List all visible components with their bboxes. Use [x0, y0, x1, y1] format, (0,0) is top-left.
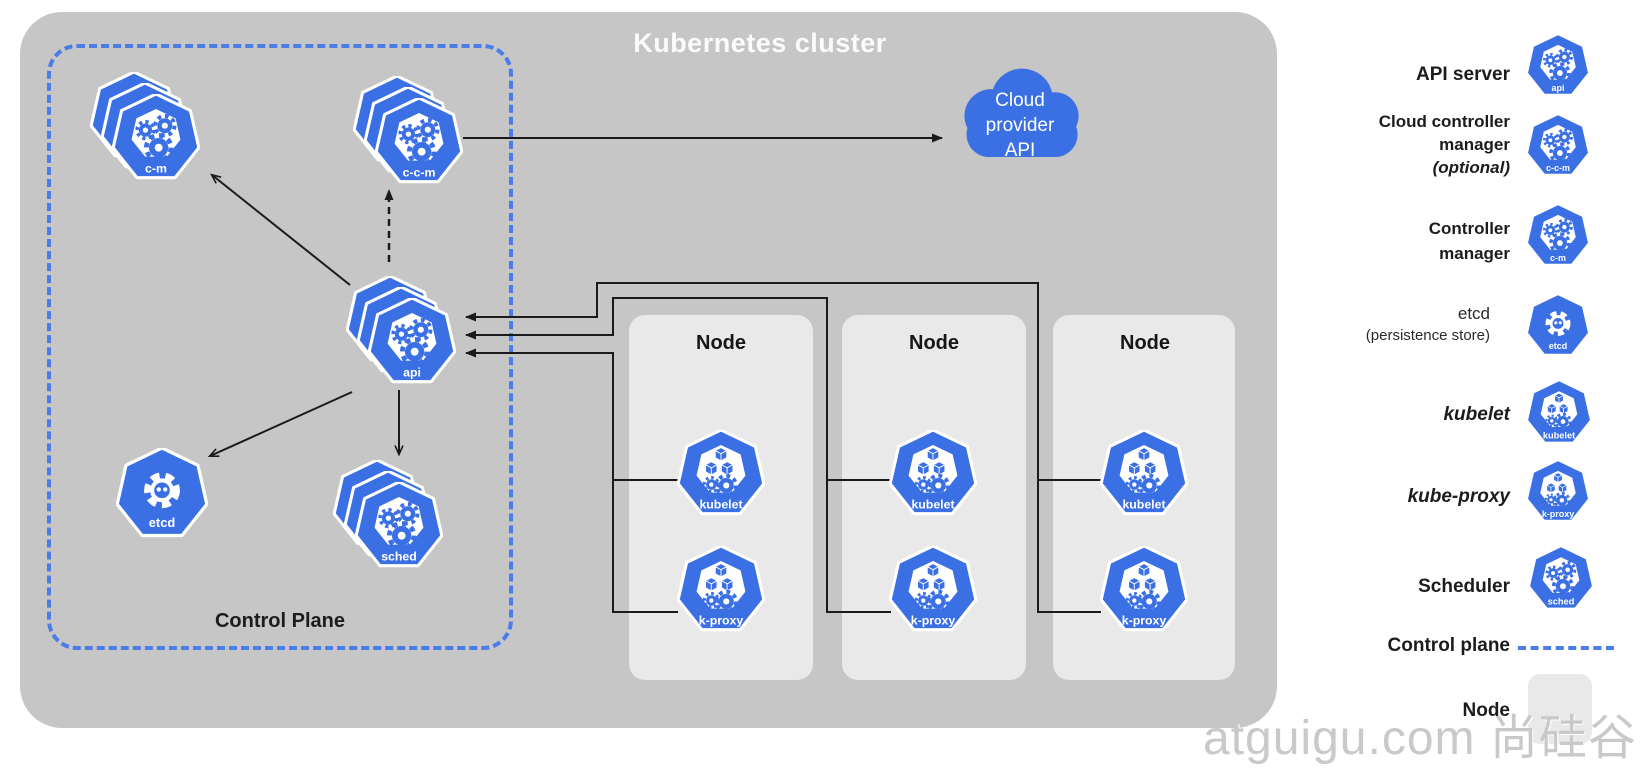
- legend-node-swatch: [1528, 674, 1592, 744]
- svg-text:c-c-m: c-c-m: [403, 165, 436, 179]
- legend-kube-proxy-icon: k-proxy: [1526, 460, 1590, 522]
- legend-kubelet-label: kubelet: [1443, 404, 1510, 425]
- cloud-controller-manager-icon: c-c-m: [353, 76, 463, 186]
- legend-etcd-sublabel: (persistence store): [1365, 327, 1490, 344]
- api-server-icon: api: [346, 276, 456, 386]
- legend-api-icon: api: [1526, 34, 1590, 96]
- legend-cm-label: Controller manager: [1428, 219, 1510, 263]
- node-1-label: Node: [696, 332, 746, 354]
- svg-text:sched: sched: [1548, 597, 1575, 607]
- node-2-label: Node: [909, 332, 959, 354]
- legend-scheduler-label: Scheduler: [1418, 576, 1510, 597]
- svg-text:k-proxy: k-proxy: [1122, 613, 1167, 627]
- legend-scheduler-icon: sched: [1528, 546, 1594, 610]
- cluster-title: Kubernetes cluster: [633, 28, 887, 58]
- stack-front-icon: sched: [355, 482, 443, 568]
- svg-text:k-proxy: k-proxy: [911, 613, 956, 627]
- legend-control-plane-label: Control plane: [1387, 635, 1510, 656]
- legend-kubelet-icon: kubelet: [1526, 380, 1592, 444]
- kube-proxy-icon-node3: k-proxy: [1100, 546, 1188, 632]
- stack-front-icon: c-c-m: [375, 98, 463, 184]
- legend-ccm-label: Cloud controller manager (optional): [1378, 112, 1510, 177]
- watermark: atguigu.com 尚硅谷: [1203, 712, 1637, 765]
- legend-node-label: Node: [1462, 700, 1511, 721]
- kube-proxy-icon-node1: k-proxy: [677, 546, 765, 632]
- kubelet-icon-node1: kubelet: [677, 430, 765, 516]
- kubelet-icon-node3: kubelet: [1100, 430, 1188, 516]
- legend-etcd-icon: etcd: [1526, 294, 1590, 356]
- svg-text:etcd: etcd: [1549, 341, 1567, 351]
- svg-text:c-c-m: c-c-m: [1546, 163, 1570, 173]
- kube-proxy-icon-node2: k-proxy: [889, 546, 977, 632]
- svg-text:kubelet: kubelet: [1122, 497, 1165, 511]
- legend-etcd-label: etcd: [1457, 304, 1490, 323]
- legend-cm-icon: c-m: [1526, 204, 1590, 266]
- cloud-provider-api-label: Cloud provider API: [985, 90, 1055, 161]
- etcd-icon: etcd: [116, 448, 208, 538]
- svg-text:api: api: [1552, 83, 1565, 93]
- cloud-provider-api: Cloud provider API: [948, 60, 1092, 178]
- svg-text:kubelet: kubelet: [1543, 431, 1575, 441]
- legend-ccm-icon: c-c-m: [1526, 114, 1590, 176]
- control-plane-label: Control Plane: [214, 610, 345, 632]
- svg-text:c-m: c-m: [145, 161, 167, 175]
- svg-text:sched: sched: [381, 549, 417, 563]
- stack-front-icon: api: [368, 298, 456, 384]
- svg-text:k-proxy: k-proxy: [699, 613, 744, 627]
- node-3-label: Node: [1120, 332, 1170, 354]
- svg-text:c-m: c-m: [1550, 253, 1566, 263]
- svg-text:kubelet: kubelet: [699, 497, 742, 511]
- legend-kube-proxy-label: kube-proxy: [1407, 486, 1510, 507]
- svg-text:etcd: etcd: [149, 515, 176, 530]
- legend-control-plane-swatch: [1518, 646, 1614, 650]
- scheduler-icon: sched: [333, 460, 443, 570]
- stack-front-icon: c-m: [112, 94, 200, 180]
- svg-text:api: api: [403, 365, 421, 379]
- legend-api-server-label: API server: [1415, 64, 1510, 85]
- kubelet-icon-node2: kubelet: [889, 430, 977, 516]
- controller-manager-icon: c-m: [90, 72, 200, 182]
- svg-text:k-proxy: k-proxy: [1542, 509, 1574, 519]
- svg-text:kubelet: kubelet: [911, 497, 954, 511]
